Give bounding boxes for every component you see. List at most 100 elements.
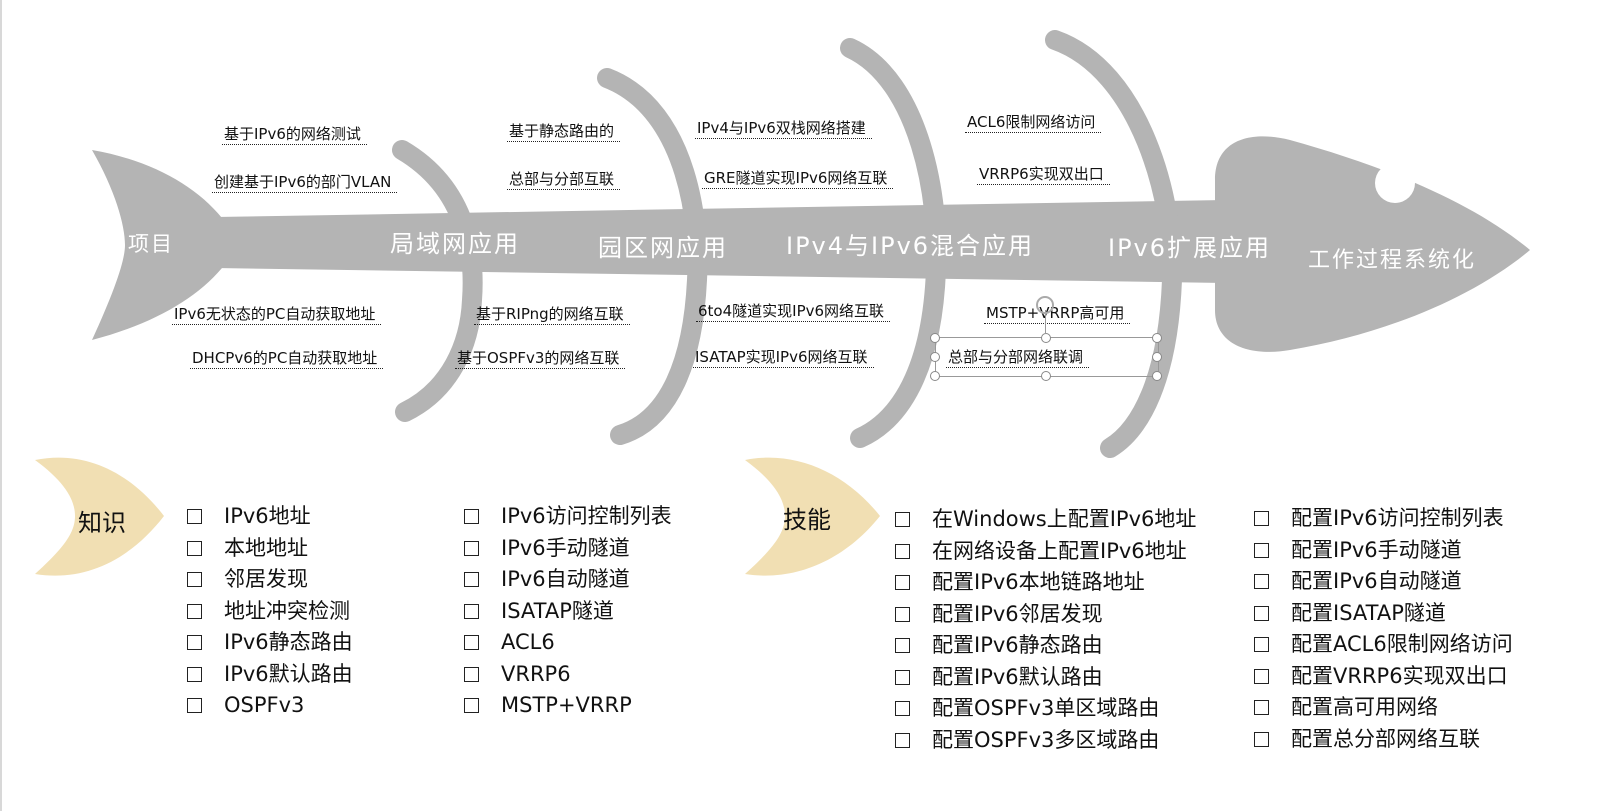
list-item[interactable]: IPv6默认路由 xyxy=(187,659,353,691)
branch-label: 总部与分部互联 xyxy=(507,170,621,190)
list-item[interactable]: MSTP+VRRP xyxy=(464,690,672,722)
checkbox[interactable] xyxy=(1254,637,1269,653)
list-item[interactable]: VRRP6 xyxy=(464,659,672,691)
branch-label: 基于OSPFv3的网络互联 xyxy=(455,349,626,369)
checkbox[interactable] xyxy=(464,635,479,651)
checkbox[interactable] xyxy=(1254,731,1269,747)
list-item[interactable]: 配置IPv6手动隧道 xyxy=(1254,535,1513,567)
checkbox[interactable] xyxy=(187,572,202,588)
checkbox[interactable] xyxy=(1254,700,1269,716)
resize-handle[interactable] xyxy=(1152,371,1162,381)
fish-rib-1 xyxy=(392,140,483,422)
list-item[interactable]: IPv6手动隧道 xyxy=(464,533,672,565)
list-item[interactable]: ACL6 xyxy=(464,627,672,659)
knowledge-leaf xyxy=(35,457,164,576)
checkbox[interactable] xyxy=(187,698,202,714)
list-item[interactable]: IPv6自动隧道 xyxy=(464,564,672,596)
fish-head xyxy=(1215,136,1530,352)
skills-leaf xyxy=(745,457,880,576)
checkbox[interactable] xyxy=(1254,542,1269,558)
checkbox[interactable] xyxy=(464,698,479,714)
list-item[interactable]: 地址冲突检测 xyxy=(187,596,353,628)
resize-handle[interactable] xyxy=(930,352,940,362)
branch-label: 6to4隧道实现IPv6网络互联 xyxy=(696,302,891,322)
item-label: 配置ISATAP隧道 xyxy=(1291,600,1446,625)
resize-handle[interactable] xyxy=(1041,371,1051,381)
fish-eye xyxy=(1375,163,1415,203)
item-label: IPv6默认路由 xyxy=(224,661,353,686)
list-item[interactable]: 配置IPv6本地链路地址 xyxy=(895,567,1196,599)
checkbox[interactable] xyxy=(895,512,910,528)
list-item[interactable]: 配置VRRP6实现双出口 xyxy=(1254,661,1513,693)
item-label: 本地地址 xyxy=(224,535,308,560)
list-item[interactable]: 配置IPv6静态路由 xyxy=(895,630,1196,662)
checkbox[interactable] xyxy=(464,572,479,588)
skills-list-1: 在Windows上配置IPv6地址 在网络设备上配置IPv6地址 配置IPv6本… xyxy=(895,504,1196,756)
resize-handle[interactable] xyxy=(1152,333,1162,343)
checkbox[interactable] xyxy=(187,603,202,619)
item-label: 配置IPv6本地链路地址 xyxy=(932,570,1145,594)
checkbox[interactable] xyxy=(464,603,479,619)
item-label: 在网络设备上配置IPv6地址 xyxy=(932,538,1187,563)
list-item[interactable]: 配置IPv6自动隧道 xyxy=(1254,566,1513,598)
checkbox[interactable] xyxy=(895,732,910,748)
checkbox[interactable] xyxy=(187,540,202,556)
rotate-handle-icon[interactable] xyxy=(1036,296,1054,314)
list-item[interactable]: 配置总分部网络互联 xyxy=(1254,724,1513,756)
checkbox[interactable] xyxy=(464,509,479,525)
branch-label: 基于RIPng的网络互联 xyxy=(474,305,630,325)
list-item[interactable]: 配置ACL6限制网络访问 xyxy=(1254,629,1513,661)
checkbox[interactable] xyxy=(1254,668,1269,684)
list-item[interactable]: 配置OSPFv3多区域路由 xyxy=(895,725,1196,757)
checkbox[interactable] xyxy=(187,666,202,682)
resize-handle[interactable] xyxy=(930,371,940,381)
checkbox[interactable] xyxy=(1254,574,1269,590)
checkbox[interactable] xyxy=(187,509,202,525)
skills-list-2: 配置IPv6访问控制列表 配置IPv6手动隧道 配置IPv6自动隧道 配置ISA… xyxy=(1254,503,1513,755)
list-item[interactable]: 配置高可用网络 xyxy=(1254,692,1513,724)
list-item[interactable]: 邻居发现 xyxy=(187,564,353,596)
item-label: IPv6访问控制列表 xyxy=(501,504,672,528)
item-label: 配置IPv6自动隧道 xyxy=(1291,569,1462,593)
list-item[interactable]: 配置OSPFv3单区域路由 xyxy=(895,693,1196,725)
knowledge-title: 知识 xyxy=(78,509,126,537)
resize-handle[interactable] xyxy=(930,333,940,343)
knowledge-list-2: IPv6访问控制列表 IPv6手动隧道 IPv6自动隧道 ISATAP隧道 AC… xyxy=(464,501,672,722)
list-item[interactable]: 配置ISATAP隧道 xyxy=(1254,598,1513,630)
resize-handle[interactable] xyxy=(1152,352,1162,362)
item-label: IPv6手动隧道 xyxy=(501,535,630,560)
checkbox[interactable] xyxy=(464,540,479,556)
fish-rib-2 xyxy=(597,68,708,445)
list-item[interactable]: 本地地址 xyxy=(187,533,353,565)
item-label: 配置IPv6静态路由 xyxy=(932,633,1103,657)
list-item[interactable]: OSPFv3 xyxy=(187,690,353,722)
list-item[interactable]: 在Windows上配置IPv6地址 xyxy=(895,504,1196,536)
checkbox[interactable] xyxy=(895,701,910,717)
list-item[interactable]: 配置IPv6访问控制列表 xyxy=(1254,503,1513,535)
checkbox[interactable] xyxy=(1254,511,1269,527)
checkbox[interactable] xyxy=(895,669,910,685)
checkbox[interactable] xyxy=(895,543,910,559)
checkbox[interactable] xyxy=(895,606,910,622)
checkbox[interactable] xyxy=(1254,605,1269,621)
item-label: 配置ACL6限制网络访问 xyxy=(1291,632,1513,656)
item-label: ACL6 xyxy=(501,630,555,654)
checkbox[interactable] xyxy=(187,635,202,651)
checkbox[interactable] xyxy=(895,638,910,654)
list-item[interactable]: 配置IPv6邻居发现 xyxy=(895,599,1196,631)
list-item[interactable]: IPv6静态路由 xyxy=(187,627,353,659)
item-label: 配置IPv6邻居发现 xyxy=(932,601,1103,626)
branch-label: 创建基于IPv6的部门VLAN xyxy=(212,173,398,193)
checkbox[interactable] xyxy=(464,666,479,682)
category-mixed: IPv4与IPv6混合应用 xyxy=(786,232,1035,260)
checkbox[interactable] xyxy=(895,575,910,591)
item-label: 配置IPv6访问控制列表 xyxy=(1291,506,1504,530)
list-item[interactable]: 在网络设备上配置IPv6地址 xyxy=(895,536,1196,568)
list-item[interactable]: ISATAP隧道 xyxy=(464,596,672,628)
list-item[interactable]: 配置IPv6默认路由 xyxy=(895,662,1196,694)
branch-label: IPv6无状态的PC自动获取地址 xyxy=(172,305,382,325)
branch-label: 总部与分部网络联调 xyxy=(946,348,1090,368)
list-item[interactable]: IPv6地址 xyxy=(187,501,353,533)
resize-handle[interactable] xyxy=(1041,333,1051,343)
list-item[interactable]: IPv6访问控制列表 xyxy=(464,501,672,533)
